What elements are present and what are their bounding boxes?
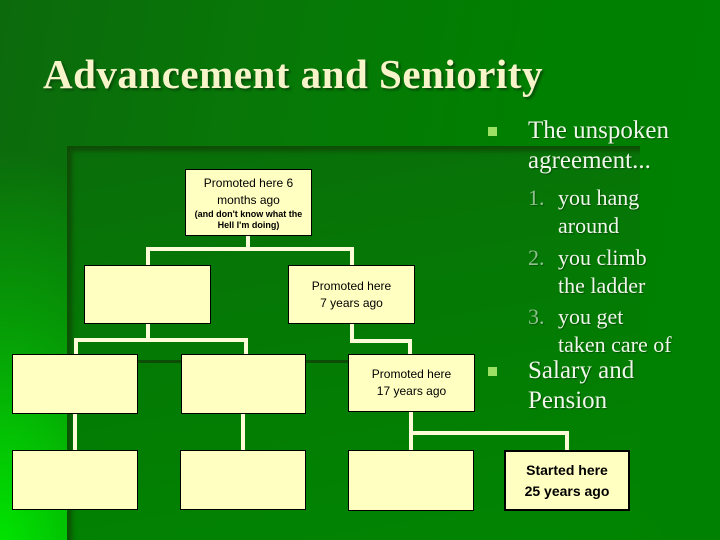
org-box-subtext: Hell I'm doing)	[217, 219, 280, 230]
square-bullet-icon	[488, 127, 497, 136]
org-box-empty	[181, 354, 306, 414]
org-box-empty	[84, 265, 211, 324]
org-box-empty	[180, 450, 306, 510]
connector-line	[350, 251, 354, 265]
connector-line	[146, 324, 150, 341]
numbered-text-line: around	[558, 213, 620, 238]
org-box-text: 7 years ago	[320, 295, 383, 310]
connector-line	[244, 342, 248, 354]
org-box-promoted-6-months: Promoted here 6 months ago (and don't kn…	[185, 169, 312, 236]
list-number: 2.	[528, 245, 545, 270]
numbered-item-1: 1. you hang around	[528, 184, 639, 240]
connector-line	[409, 431, 569, 435]
org-box-promoted-17-years: Promoted here 17 years ago	[348, 354, 475, 412]
connector-line	[246, 236, 250, 249]
org-box-promoted-7-years: Promoted here 7 years ago	[288, 265, 415, 324]
numbered-item-3: 3. you get taken care of	[528, 303, 672, 359]
connector-line	[146, 247, 354, 251]
numbered-text: you climb the ladder	[558, 244, 647, 300]
connector-line	[146, 251, 150, 265]
connector-line	[74, 342, 78, 354]
connector-line	[74, 338, 248, 342]
org-box-empty	[12, 354, 138, 414]
org-box-text: Promoted here	[311, 278, 392, 293]
numbered-text: you get taken care of	[558, 303, 672, 359]
numbered-text-line: you hang	[558, 185, 640, 210]
bullet-text: The unspoken agreement...	[528, 116, 669, 176]
numbered-item-2: 2. you climb the ladder	[528, 244, 647, 300]
org-box-empty	[12, 450, 138, 510]
numbered-text-line: you climb	[558, 245, 647, 270]
bullet-text-line: Salary and	[528, 357, 635, 384]
list-number: 1.	[528, 185, 545, 210]
bullet-text-line: agreement...	[528, 147, 651, 174]
connector-line	[408, 343, 412, 354]
numbered-text-line: you get	[558, 304, 624, 329]
list-number: 3.	[528, 304, 545, 329]
connector-line	[73, 414, 77, 450]
numbered-text: you hang around	[558, 184, 639, 240]
org-box-empty	[348, 450, 474, 511]
org-box-started-25-years: Started here 25 years ago	[504, 450, 630, 511]
numbered-text-line: the ladder	[558, 273, 646, 298]
org-box-text: 17 years ago	[376, 384, 447, 398]
bullet-text-line: Pension	[528, 387, 608, 414]
square-bullet-icon	[488, 367, 497, 376]
numbered-text-line: taken care of	[558, 332, 672, 357]
bullet-text-line: The unspoken	[528, 117, 669, 144]
org-box-text: Promoted here	[371, 367, 452, 381]
bullet-text: Salary and Pension	[528, 356, 634, 416]
bullet-item-unspoken-agreement: The unspoken agreement...	[488, 116, 669, 176]
org-box-text: Started here	[526, 461, 608, 478]
connector-line	[565, 435, 569, 450]
connector-line	[241, 414, 245, 450]
connector-line	[350, 339, 412, 343]
org-box-text: 25 years ago	[524, 482, 610, 499]
org-box-text: Promoted here 6	[203, 175, 294, 190]
bullet-item-salary-pension: Salary and Pension	[488, 356, 634, 416]
slide-title: Advancement and Seniority	[43, 51, 543, 97]
org-box-text: months ago	[217, 192, 280, 207]
connector-line	[350, 324, 354, 343]
org-box-subtext: (and don't know what the	[194, 208, 303, 219]
